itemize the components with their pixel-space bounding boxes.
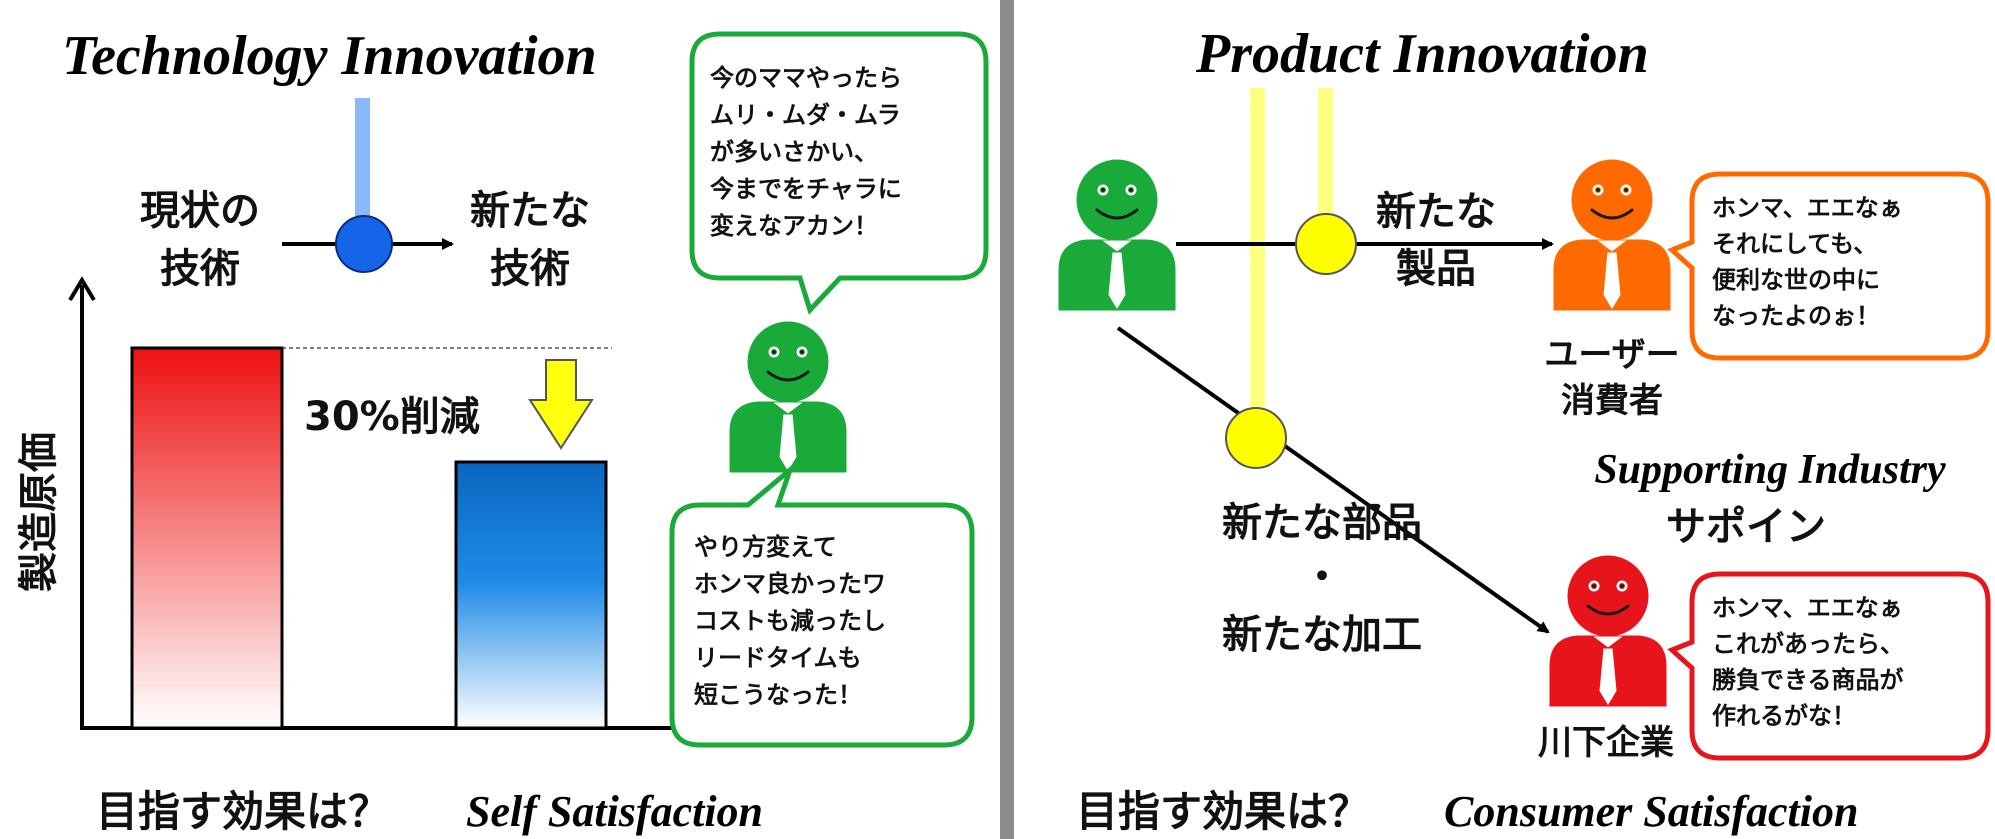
bubble-company-line3: 勝負できる商品が [1712,666,1904,694]
new-parts-line1: 新たな部品 [1222,500,1422,546]
bar-new-cost [454,460,608,730]
current-tech-line2: 技術 [160,246,240,292]
y-axis-label: 製造原価 [16,432,62,592]
yellow-dot-parts [1225,407,1287,469]
supporting-industry-jp: サポイン [1666,504,1826,550]
yellow-light-beam-2 [1318,88,1333,246]
bar-current-cost [130,346,284,730]
panel-divider [1000,0,1014,839]
new-tech-line1: 新たな [470,188,590,234]
downstream-company-avatar [1548,554,1668,708]
bubble-consumer-line3: 便利な世の中に [1712,266,1880,294]
downstream-label: 川下企業 [1538,723,1674,763]
bubble-company-line1: ホンマ、エエなぁ [1712,594,1903,622]
bubble-bottom-line2: ホンマ良かったワ [694,570,886,598]
new-parts-line3: 新たな加工 [1222,612,1422,658]
blue-dot [335,215,393,273]
new-parts-line2: ・ [1302,554,1342,600]
consumer-avatar [1552,158,1672,312]
new-tech-line2: 技術 [490,246,570,292]
user-label-line1: ユーザー [1544,335,1679,375]
current-tech-line1: 現状の [140,188,260,234]
bubble-consumer-line4: なったよのぉ！ [1712,302,1880,330]
bubble-bottom-line4: リードタイムも [694,644,862,672]
bubble-top-line4: 今までをチャラに [710,175,902,203]
right-goal-question: 目指す効果は？ [1076,787,1370,836]
bubble-consumer-line1: ホンマ、エエなぁ [1712,194,1903,222]
bubble-company-line4: 作れるがな！ [1712,702,1856,730]
blue-light-beam [355,98,370,216]
bubble-top-line5: 変えなアカン！ [710,212,878,240]
left-goal-question: 目指す効果は？ [96,787,390,836]
y-axis-arrowhead [68,276,96,302]
speech-bubble-bottom [669,462,975,748]
right-panel: Product Innovation 新たな 製品 新たな部品 ・ 新たな加工 … [1057,23,1991,836]
yellow-dot-product [1295,213,1357,275]
user-label-line2: 消費者 [1561,381,1663,421]
down-arrow-icon [528,359,594,450]
new-product-line2: 製品 [1396,246,1476,292]
bubble-bottom-line1: やり方変えて [694,533,837,561]
bubble-bottom-line3: コストも減ったし [694,607,886,635]
bubble-top-line1: 今のママやったら [710,64,902,92]
speech-bubble-top [689,31,989,315]
bubble-consumer-line2: それにしても、 [1712,230,1877,258]
speech-bubble-consumer [1667,171,1991,361]
reduction-label: 30%削減 [304,394,480,440]
left-title: Technology Innovation [62,25,597,87]
right-goal-answer: Consumer Satisfaction [1444,787,1858,836]
left-goal-answer: Self Satisfaction [466,787,763,836]
bubble-top-line2: ムリ・ムダ・ムラ [710,101,901,129]
bubble-top-line3: が多いさかい、 [710,138,878,166]
parts-arrow [1116,326,1550,634]
yellow-light-beam-1 [1250,88,1265,420]
new-product-line1: 新たな [1376,189,1496,235]
engineer-avatar [728,320,848,474]
bubble-company-line2: これがあったら、 [1712,630,1904,658]
bubble-bottom-line5: 短こうなった！ [694,681,862,709]
left-panel: Technology Innovation 現状の 技術 新たな 技術 製造原価… [16,25,989,836]
manufacturer-avatar [1057,158,1177,312]
right-title: Product Innovation [1195,23,1649,85]
supporting-industry-en: Supporting Industry [1594,447,1946,493]
speech-bubble-company [1667,571,1991,761]
